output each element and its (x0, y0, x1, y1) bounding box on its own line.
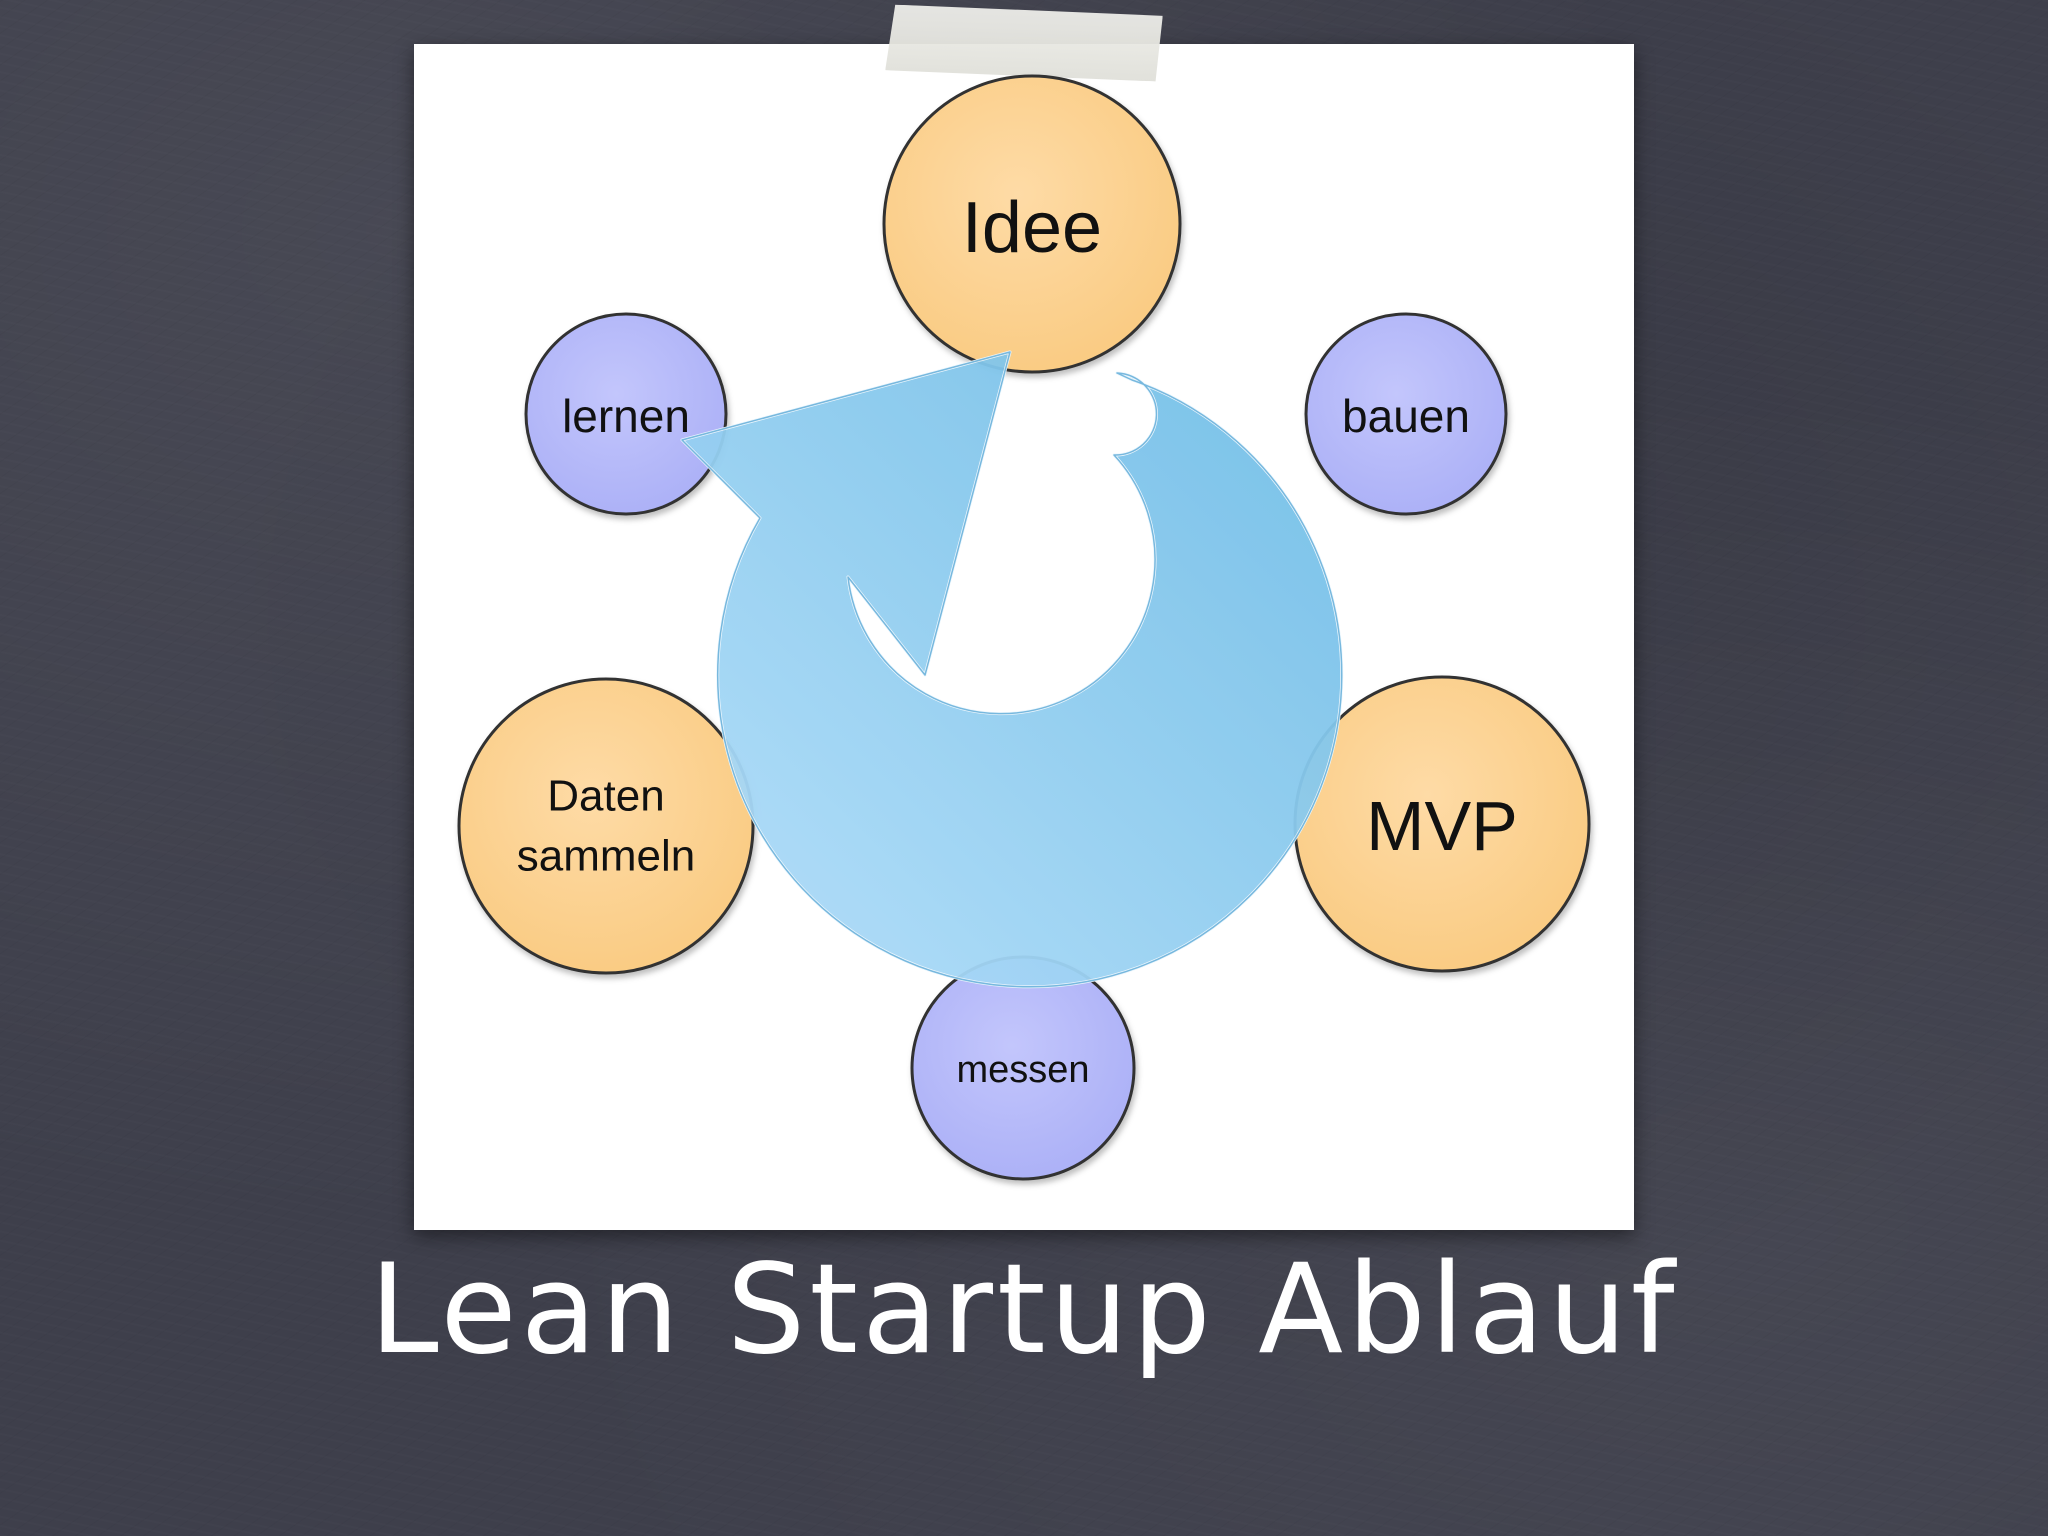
cycle-arrow-icon (680, 350, 1344, 989)
node-bauen: bauen (1304, 312, 1508, 516)
node-idee-label: Idee (962, 188, 1102, 268)
node-mvp-label: MVP (1366, 787, 1518, 865)
node-lernen: lernen (524, 312, 728, 516)
node-idee: Idee (882, 74, 1182, 374)
node-messen-label: messen (956, 1049, 1089, 1091)
node-messen: messen (910, 955, 1136, 1181)
node-mvp: MVP (1293, 675, 1591, 973)
node-daten-label-line2: sammeln (517, 832, 696, 881)
node-bauen-label: bauen (1342, 390, 1470, 442)
slide-title: Lean Startup Ablauf (369, 1238, 1679, 1382)
node-daten-label-line1: Daten (547, 772, 664, 821)
node-lernen-label: lernen (562, 390, 690, 442)
node-daten-sammeln: Daten sammeln (457, 677, 755, 975)
